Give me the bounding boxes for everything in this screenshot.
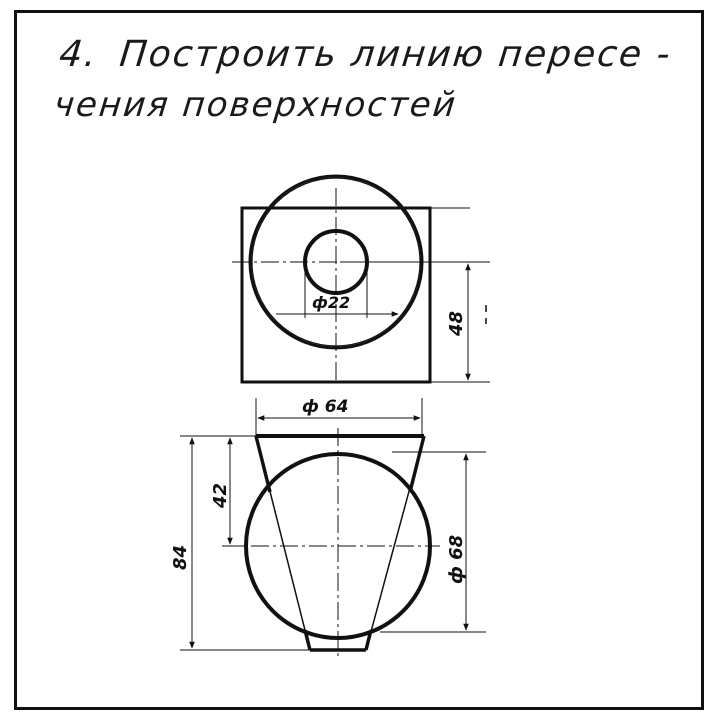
- front-view: ф 64 42 84: [170, 397, 486, 660]
- top-view-square: [240, 206, 432, 384]
- top-view: ф22 48: [232, 174, 490, 384]
- cone-left-visible: [254, 435, 272, 493]
- sphere-diameter-label: ф 68: [446, 535, 467, 584]
- cone-top-diameter-label: ф 64: [302, 397, 348, 417]
- sheet-frame: [14, 10, 704, 710]
- upper-height-label: 42: [210, 483, 231, 509]
- offset-label: 48: [446, 311, 467, 337]
- total-height-label: 84: [170, 545, 191, 570]
- cone-right-visible: [408, 435, 426, 493]
- hole-diameter-label: ф22: [312, 293, 350, 312]
